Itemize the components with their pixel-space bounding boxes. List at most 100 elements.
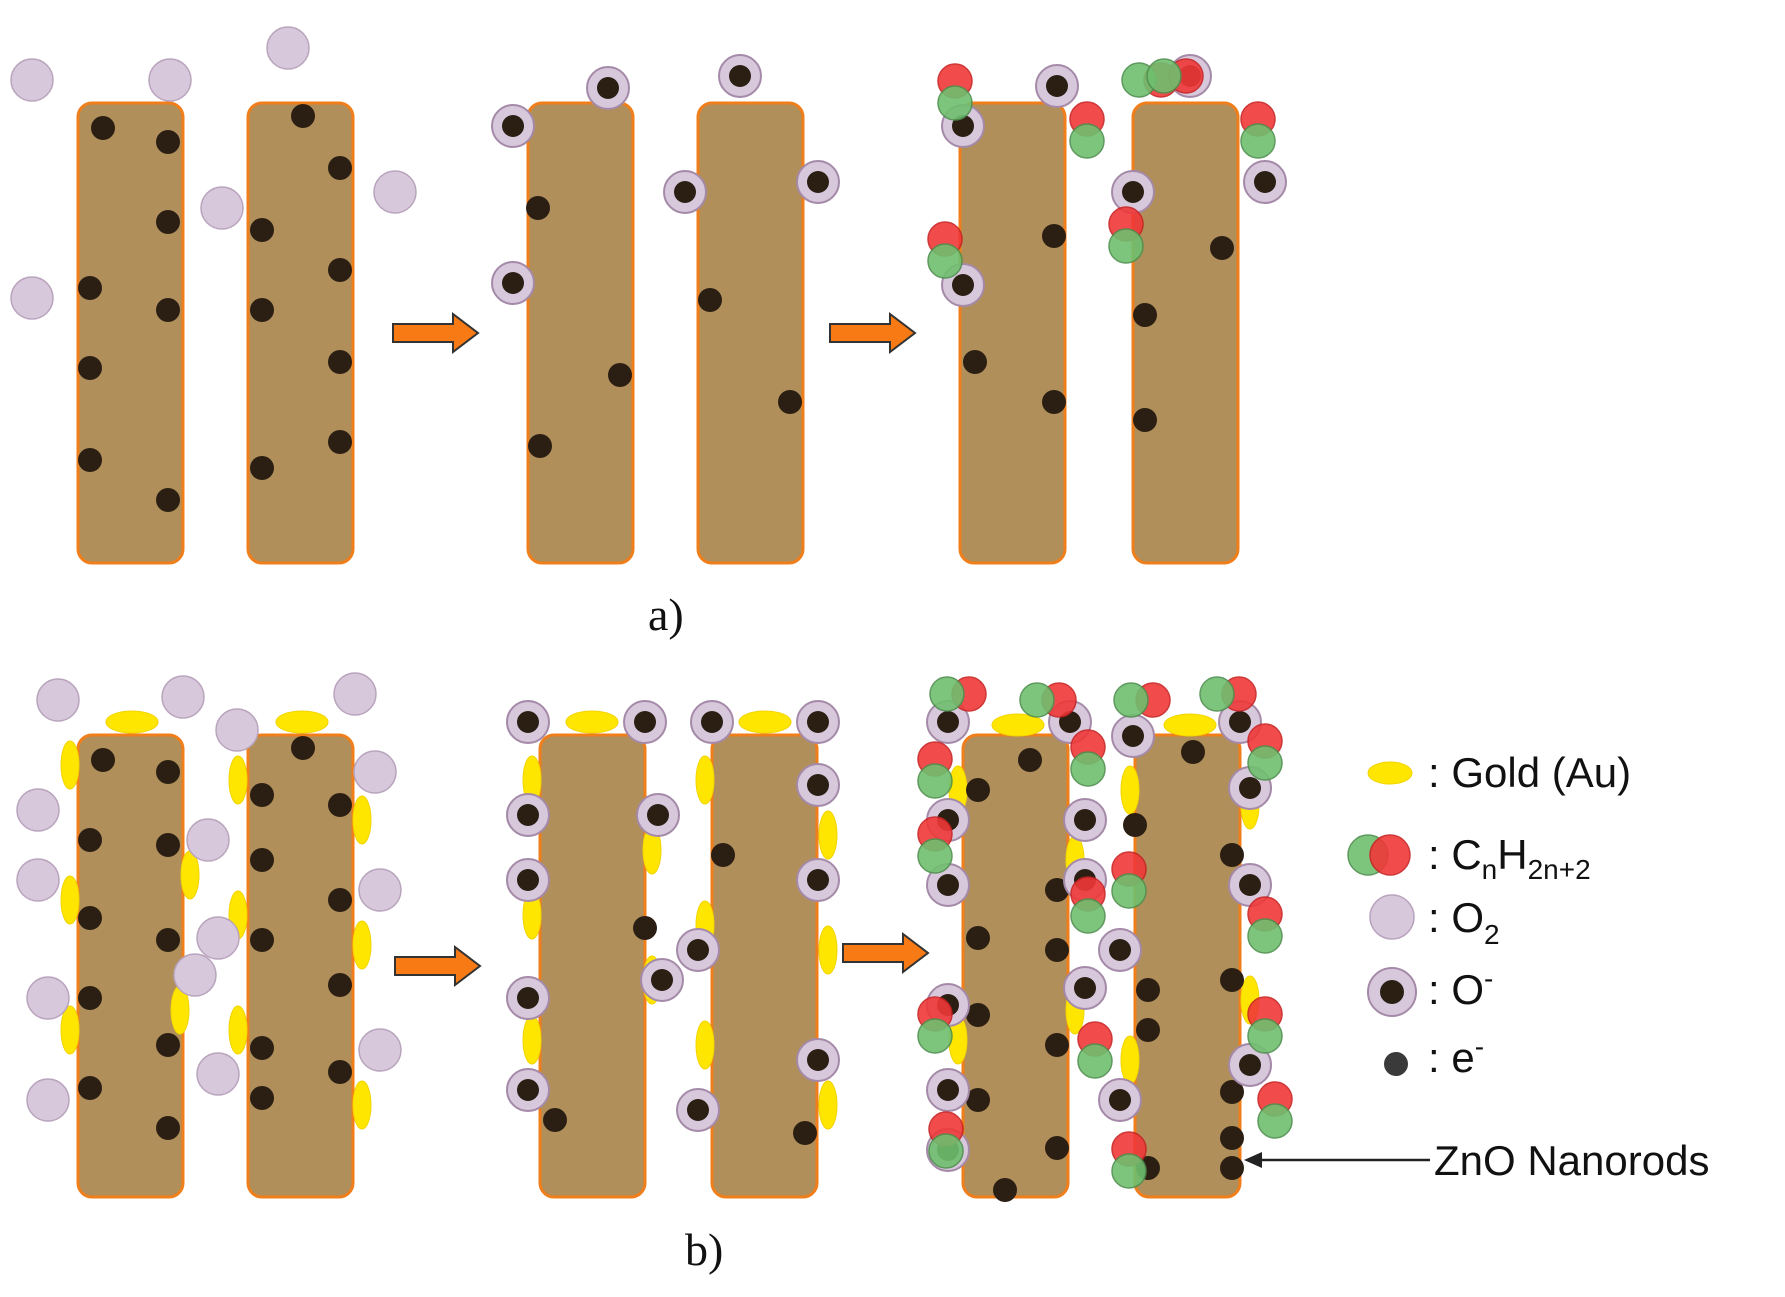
oxygen-ion [623, 700, 667, 744]
hydrocarbon-molecule [1070, 876, 1106, 934]
electron [156, 928, 180, 952]
zno-nanorod [246, 101, 355, 565]
electron [1181, 740, 1205, 764]
oxygen-ion [690, 700, 734, 744]
electron [250, 1086, 274, 1110]
hydrocarbon-molecule [1108, 206, 1144, 264]
legend-electron-label: : e- [1428, 1031, 1484, 1081]
oxygen-ion [676, 928, 720, 972]
electron [156, 130, 180, 154]
gold-particle [1163, 713, 1217, 737]
gold-particle [1120, 765, 1140, 815]
legend-o2-swatch [1369, 894, 1415, 940]
gold-particle [60, 740, 80, 790]
electron [328, 793, 352, 817]
electron [793, 1121, 817, 1145]
oxygen-ion [926, 1068, 970, 1112]
electron [1133, 303, 1157, 327]
oxygen-molecule [186, 818, 230, 862]
gold-particle [1120, 1035, 1140, 1085]
oxygen-molecule [353, 750, 397, 794]
gold-particle [60, 1005, 80, 1055]
hydrocarbon-molecule [1069, 101, 1105, 159]
oxygen-molecule [148, 58, 192, 102]
nanorod-pointer-head [1244, 1152, 1262, 1168]
electron [698, 288, 722, 312]
oxygen-molecule [161, 675, 205, 719]
electron [250, 456, 274, 480]
electron [1136, 978, 1160, 1002]
electron [526, 196, 550, 220]
legend-hydrocarbon-swatch [1347, 834, 1411, 876]
electron [966, 1003, 990, 1027]
hydrocarbon-molecule [1019, 682, 1077, 718]
oxygen-ion [506, 976, 550, 1020]
oxygen-molecule [266, 26, 310, 70]
electron [250, 218, 274, 242]
process-arrow [842, 931, 930, 975]
zno-nanorod [958, 101, 1067, 565]
gold-particle [818, 810, 838, 860]
gold-particle [818, 925, 838, 975]
oxygen-molecule [10, 276, 54, 320]
electron [1220, 843, 1244, 867]
oxygen-ion [1063, 798, 1107, 842]
gold-particle [565, 710, 619, 734]
electron [1220, 968, 1244, 992]
electron [78, 986, 102, 1010]
electron [78, 356, 102, 380]
electron [711, 843, 735, 867]
zno-nanorod [1131, 101, 1240, 565]
electron [966, 926, 990, 950]
molecules [10, 26, 1293, 1202]
oxygen-ion [506, 858, 550, 902]
electron [1220, 1126, 1244, 1150]
electron [156, 210, 180, 234]
gold-particle [738, 710, 792, 734]
legend-oion-swatch [1367, 967, 1417, 1017]
electron [608, 363, 632, 387]
electron [328, 156, 352, 180]
electron [1210, 236, 1234, 260]
oxygen-molecule [333, 672, 377, 716]
oxygen-molecule [173, 953, 217, 997]
oxygen-ion [491, 261, 535, 305]
oxygen-molecule [26, 1078, 70, 1122]
electron [328, 430, 352, 454]
gold-particle [695, 1020, 715, 1070]
gold-particle [818, 1080, 838, 1130]
gold-particle [228, 1005, 248, 1055]
legend-oion-label: : O- [1428, 963, 1493, 1013]
electron [543, 1108, 567, 1132]
oxygen-molecule [358, 868, 402, 912]
electron [1220, 1080, 1244, 1104]
electron [633, 916, 657, 940]
oxygen-ion [640, 958, 684, 1002]
electron [993, 1178, 1017, 1202]
oxygen-ion [506, 1068, 550, 1112]
oxygen-molecule [358, 1028, 402, 1072]
hydrocarbon-molecule [1111, 851, 1147, 909]
process-arrows [392, 311, 930, 988]
legend-o2-label: : O2 [1428, 894, 1500, 950]
electron [250, 1036, 274, 1060]
legend-hydrocarbon-label: : CnH2n+2 [1428, 831, 1591, 885]
electron [78, 828, 102, 852]
electron [328, 973, 352, 997]
gold-particle [105, 710, 159, 734]
gold-particle [275, 710, 329, 734]
electron [966, 778, 990, 802]
hydrocarbon-molecule [1240, 101, 1276, 159]
caption-a: a) [648, 589, 684, 640]
nanorod-label: ZnO Nanorods [1434, 1137, 1709, 1184]
hydrocarbon-molecule [917, 741, 953, 799]
oxygen-ion [796, 1038, 840, 1082]
oxygen-ion [1111, 170, 1155, 214]
electron [156, 833, 180, 857]
electron [1045, 878, 1069, 902]
oxygen-ion [796, 763, 840, 807]
electron [328, 350, 352, 374]
electron [1042, 390, 1066, 414]
electron [156, 1116, 180, 1140]
gold-particle [695, 755, 715, 805]
